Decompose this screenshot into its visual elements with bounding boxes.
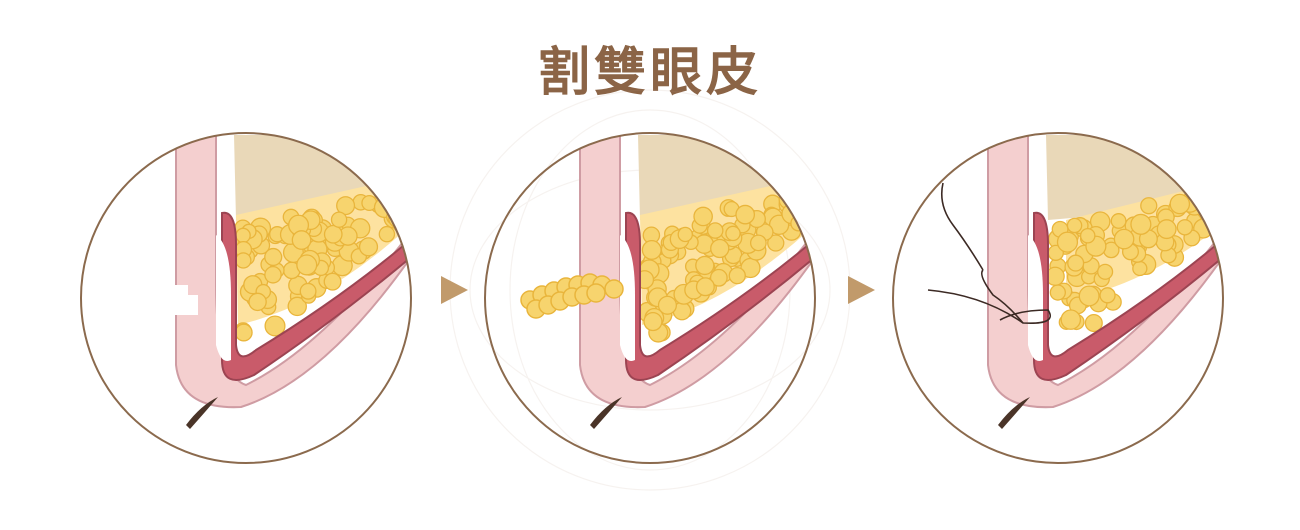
panel-border bbox=[80, 132, 412, 464]
conjunctiva bbox=[620, 235, 635, 361]
conjunctiva bbox=[1028, 235, 1043, 361]
step-fat-removal bbox=[484, 132, 816, 464]
page-title: 割雙眼皮 bbox=[537, 42, 762, 103]
panel-border bbox=[892, 132, 1224, 464]
incision-cut bbox=[172, 285, 198, 315]
muscle-layer bbox=[1033, 211, 1223, 381]
orbital-fat bbox=[635, 175, 815, 343]
muscle-layer bbox=[625, 211, 815, 381]
step-incision bbox=[80, 132, 412, 464]
panel-border bbox=[484, 132, 816, 464]
step-arrow-icon bbox=[441, 276, 468, 304]
suture-thread bbox=[927, 182, 1051, 325]
conjunctiva bbox=[216, 235, 231, 361]
eyelash bbox=[186, 397, 218, 429]
muscle-layer bbox=[221, 211, 411, 381]
orbital-fat bbox=[234, 175, 411, 342]
eyelash bbox=[998, 397, 1030, 429]
eyelash bbox=[590, 397, 622, 429]
extracted-fat bbox=[520, 273, 624, 319]
step-arrow-icon bbox=[848, 276, 875, 304]
step-suture bbox=[892, 132, 1224, 464]
